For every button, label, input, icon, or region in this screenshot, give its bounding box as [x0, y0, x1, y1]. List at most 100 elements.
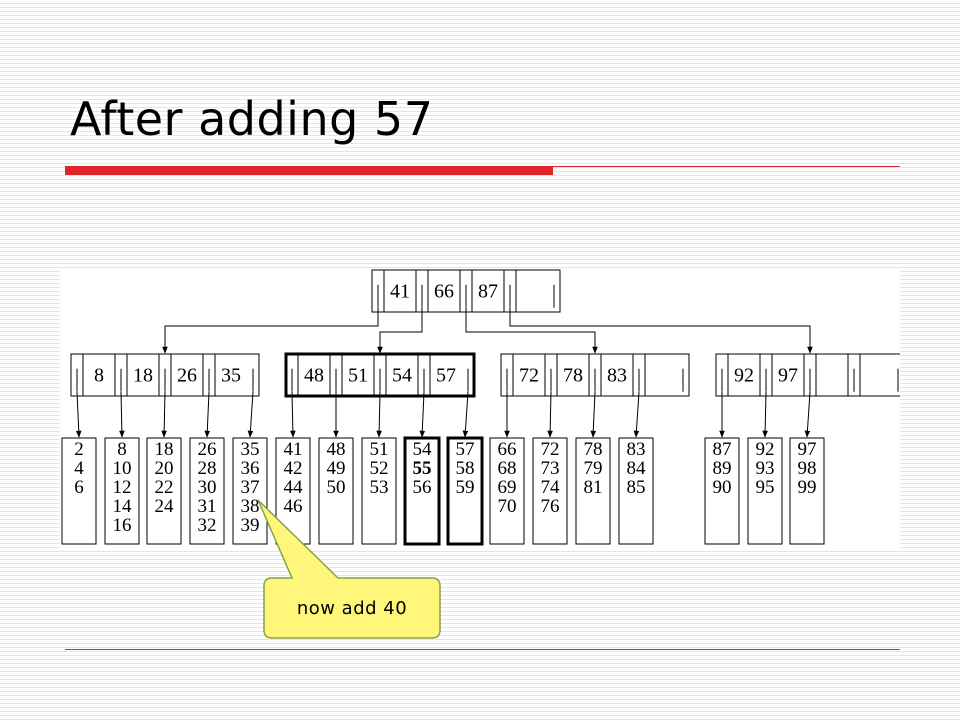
leaf-value: 50	[327, 477, 346, 498]
leaf-value: 16	[113, 515, 132, 536]
leaf-value: 54	[413, 439, 433, 460]
leaf-value: 93	[756, 458, 775, 479]
leaf-outline	[575, 437, 611, 545]
leaf-value: 2	[74, 439, 84, 460]
leaf-value: 92	[756, 439, 775, 460]
leaf-value: 85	[627, 477, 646, 498]
title-underline-accent	[65, 166, 553, 175]
leaf-value: 24	[155, 496, 175, 517]
leaf-value: 31	[198, 496, 217, 517]
leaf-value: 28	[198, 458, 217, 479]
root-pointer-arrow	[509, 308, 813, 354]
leaf-value: 76	[541, 496, 560, 517]
leaf-value: 83	[627, 439, 646, 460]
node-key: 18	[133, 365, 153, 387]
footer-rule	[65, 649, 900, 650]
node-key: 66	[434, 281, 454, 303]
leaf-value: 84	[627, 458, 647, 479]
leaf-value: 38	[241, 496, 260, 517]
node-key: 57	[436, 365, 456, 387]
leaf-value: 70	[498, 496, 517, 517]
node-key: 26	[177, 365, 197, 387]
leaf-value: 81	[584, 477, 603, 498]
internal-pointer-arrow	[247, 391, 254, 438]
leaf-value: 68	[498, 458, 517, 479]
leaf-value: 37	[241, 477, 260, 498]
slide-title: After adding 57	[70, 92, 434, 146]
leaf-outline	[704, 437, 740, 545]
leaf-value: 90	[713, 477, 732, 498]
node-key: 8	[94, 365, 104, 387]
leaf-value: 8	[117, 439, 127, 460]
leaf-value: 89	[713, 458, 732, 479]
leaf-outline	[618, 437, 654, 545]
leaf-value: 53	[370, 477, 389, 498]
leaf-value: 59	[456, 477, 475, 498]
leaf-value: 95	[756, 477, 775, 498]
leaf-value: 97	[798, 439, 817, 460]
internal-pointer-arrow	[590, 391, 597, 438]
internal-pointer-arrow	[419, 391, 426, 438]
internal-pointer-arrow	[633, 391, 640, 438]
internal-node: 72 78 83	[500, 353, 690, 397]
leaf-value: 73	[541, 458, 560, 479]
callout-label: now add 40	[296, 597, 408, 619]
node-key: 87	[478, 281, 498, 303]
leaf-value: 99	[798, 477, 817, 498]
internal-pointer-arrow	[290, 391, 296, 438]
leaf-value: 72	[541, 439, 560, 460]
root-pointer-arrow	[377, 308, 423, 354]
internal-pointer-arrow	[762, 391, 768, 438]
internal-pointer-arrow	[161, 391, 167, 438]
node-key: 83	[607, 365, 627, 387]
leaf-outline	[747, 437, 783, 545]
leaf-value: 48	[327, 439, 346, 460]
node-key: 78	[563, 365, 583, 387]
internal-pointer-arrow	[119, 391, 125, 438]
leaf-value: 98	[798, 458, 817, 479]
leaf-value: 46	[284, 496, 303, 517]
node-key: 35	[221, 365, 241, 387]
node-key: 41	[390, 281, 410, 303]
internal-pointer-arrow	[547, 391, 553, 438]
leaf-value: 52	[370, 458, 389, 479]
leaf-value: 30	[198, 477, 217, 498]
leaf-outline	[189, 437, 225, 545]
root-pointer-arrow	[162, 308, 379, 354]
leaf-value: 26	[198, 439, 217, 460]
internal-node: 8 18 26 35	[70, 353, 260, 397]
root-pointer-arrow	[465, 308, 598, 354]
internal-pointer-arrow	[376, 391, 382, 438]
leaf-outline	[104, 437, 140, 545]
leaf-value: 79	[584, 458, 603, 479]
node-key: 48	[304, 365, 324, 387]
leaf-value: 14	[113, 496, 133, 517]
leaf-value: 6	[74, 477, 84, 498]
leaf-outline	[789, 437, 825, 545]
title-underline-rule	[553, 166, 900, 167]
leaf-value: 20	[155, 458, 174, 479]
leaf-value: 18	[155, 439, 174, 460]
leaf-value: 4	[74, 458, 84, 479]
leaf-value: 51	[370, 439, 389, 460]
leaf-value: 35	[241, 439, 260, 460]
node-key: 72	[519, 365, 539, 387]
leaf-value: 22	[155, 477, 174, 498]
leaf-outline	[489, 437, 525, 545]
leaf-value: 87	[713, 439, 732, 460]
leaf-outline	[61, 437, 97, 545]
